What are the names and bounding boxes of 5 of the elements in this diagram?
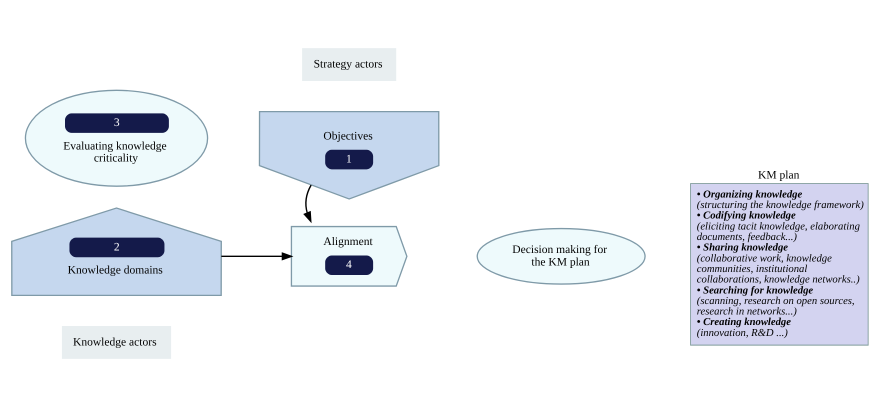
arrow xyxy=(303,184,312,224)
node-ellipse: 3 Evaluating knowledge criticality xyxy=(24,90,208,187)
node-ellipse: Decision making for the KM plan xyxy=(476,228,646,285)
arrow xyxy=(221,252,294,260)
node-label: KM plan xyxy=(758,170,800,182)
